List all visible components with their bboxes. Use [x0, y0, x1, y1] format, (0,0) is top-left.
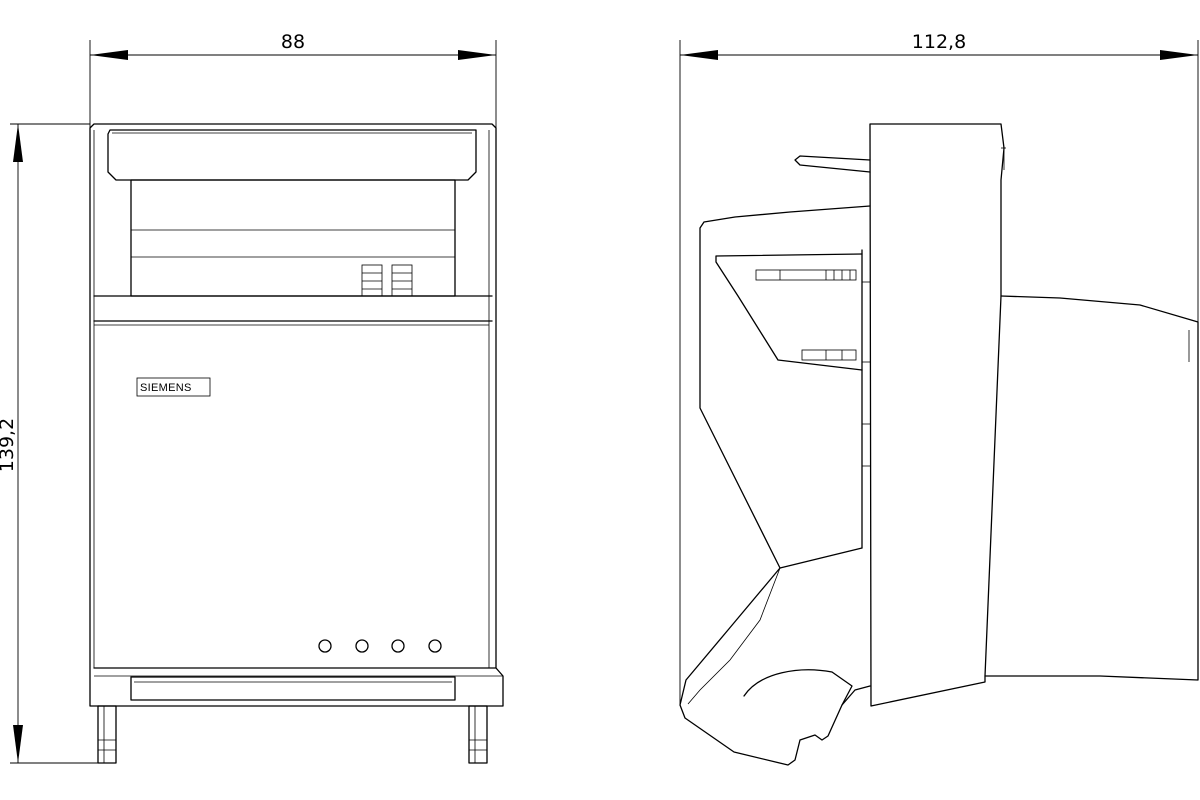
front-top-cap	[107, 129, 477, 181]
dimension-label-139-2: 139,2	[0, 418, 18, 472]
front-upper-window	[130, 179, 456, 297]
dimension-side-depth: 112,8	[679, 31, 1199, 705]
dimension-label-112-8: 112,8	[912, 31, 966, 53]
side-rear-housing	[984, 295, 1199, 681]
side-inner-cavity	[715, 253, 863, 371]
dimension-front-width: 88	[89, 31, 497, 128]
dimension-label-88: 88	[281, 31, 305, 53]
dimension-front-height: 139,2	[0, 123, 98, 764]
front-body-outline	[89, 123, 504, 707]
siemens-logo-box	[136, 377, 211, 397]
side-bottom-hook	[743, 669, 853, 706]
siemens-logo: SIEMENS	[140, 382, 192, 394]
mounting-pins	[97, 705, 488, 764]
side-contacts	[755, 269, 857, 361]
terminal-blocks	[361, 264, 413, 297]
side-front-plate	[869, 123, 1005, 707]
side-view: 112,8	[679, 31, 1199, 766]
indicator-leds	[318, 639, 442, 653]
side-left-body	[679, 205, 871, 766]
front-bottom-slot	[130, 676, 456, 701]
side-top-hook	[794, 155, 871, 173]
front-view: SIEMENS 8	[0, 31, 504, 764]
